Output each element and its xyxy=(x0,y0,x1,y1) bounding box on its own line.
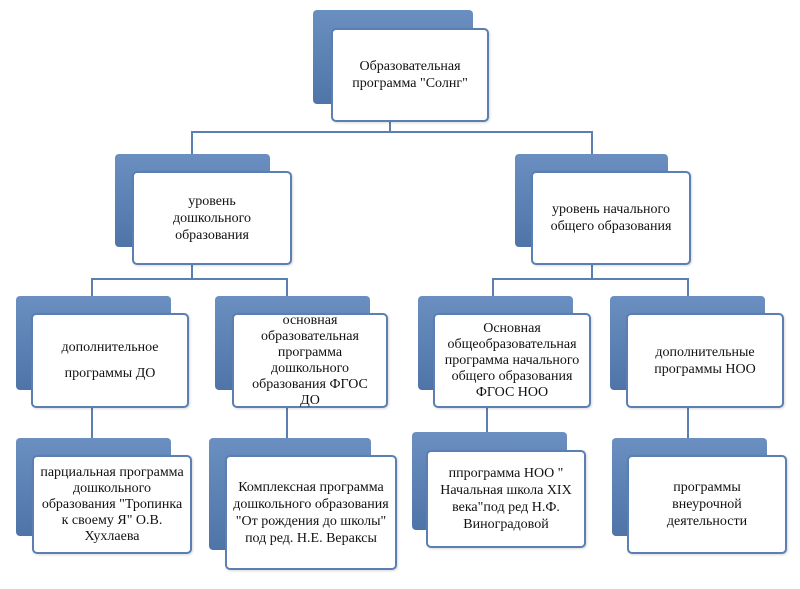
node-primary-level: уровень начального общего образования xyxy=(515,154,695,266)
connector-main-noo-up xyxy=(492,278,494,298)
node-main-do: основная образовательная программа дошко… xyxy=(215,296,395,410)
node-complex-program-label: Комплексная программа дошкольного образо… xyxy=(225,455,397,570)
node-noo-program: ппрограмма НОО " Начальная школа XIX век… xyxy=(412,432,588,550)
connector-complex-program xyxy=(286,408,288,440)
node-main-noo: Основная общеобразовательная программа н… xyxy=(418,296,594,410)
node-partial-program: парциальная программа дошкольного образо… xyxy=(16,438,194,556)
node-main-do-label: основная образовательная программа дошко… xyxy=(232,313,388,408)
connector-main-do-up xyxy=(286,278,288,298)
node-complex-program: Комплексная программа дошкольного образо… xyxy=(209,438,399,572)
connector-additional-noo-up xyxy=(687,278,689,298)
connector-additional-do-up xyxy=(91,278,93,298)
node-additional-noo: дополнительные программы НОО xyxy=(610,296,788,410)
node-noo-program-label: ппрограмма НОО " Начальная школа XIX век… xyxy=(426,450,586,548)
connector-extracurricular xyxy=(687,408,689,440)
node-preschool-level: уровень дошкольного образования xyxy=(115,154,295,266)
node-root: Образовательная программа "Солнг" xyxy=(313,10,493,124)
node-additional-do-label: дополнительное программы ДО xyxy=(31,313,189,408)
connector-preschool-down xyxy=(191,264,193,279)
connector-noo-program xyxy=(486,408,488,434)
connector-preschool-up xyxy=(191,131,193,156)
node-primary-level-label: уровень начального общего образования xyxy=(531,171,691,265)
connector-primary-bar xyxy=(492,278,689,280)
node-partial-program-label: парциальная программа дошкольного образо… xyxy=(32,455,192,554)
node-extracurricular: программы внеурочной деятельности xyxy=(612,438,790,556)
node-root-label: Образовательная программа "Солнг" xyxy=(331,28,489,122)
connector-primary-up xyxy=(591,131,593,156)
node-extracurricular-label: программы внеурочной деятельности xyxy=(627,455,787,554)
node-additional-noo-label: дополнительные программы НОО xyxy=(626,313,784,408)
connector-primary-down xyxy=(591,264,593,279)
connector-preschool-bar xyxy=(91,278,288,280)
node-additional-do: дополнительное программы ДО xyxy=(16,296,190,410)
node-main-noo-label: Основная общеобразовательная программа н… xyxy=(433,313,591,408)
connector-partial-program xyxy=(91,408,93,440)
node-preschool-level-label: уровень дошкольного образования xyxy=(132,171,292,265)
connector-root-down xyxy=(389,121,391,132)
connector-level1-bar xyxy=(191,131,593,133)
